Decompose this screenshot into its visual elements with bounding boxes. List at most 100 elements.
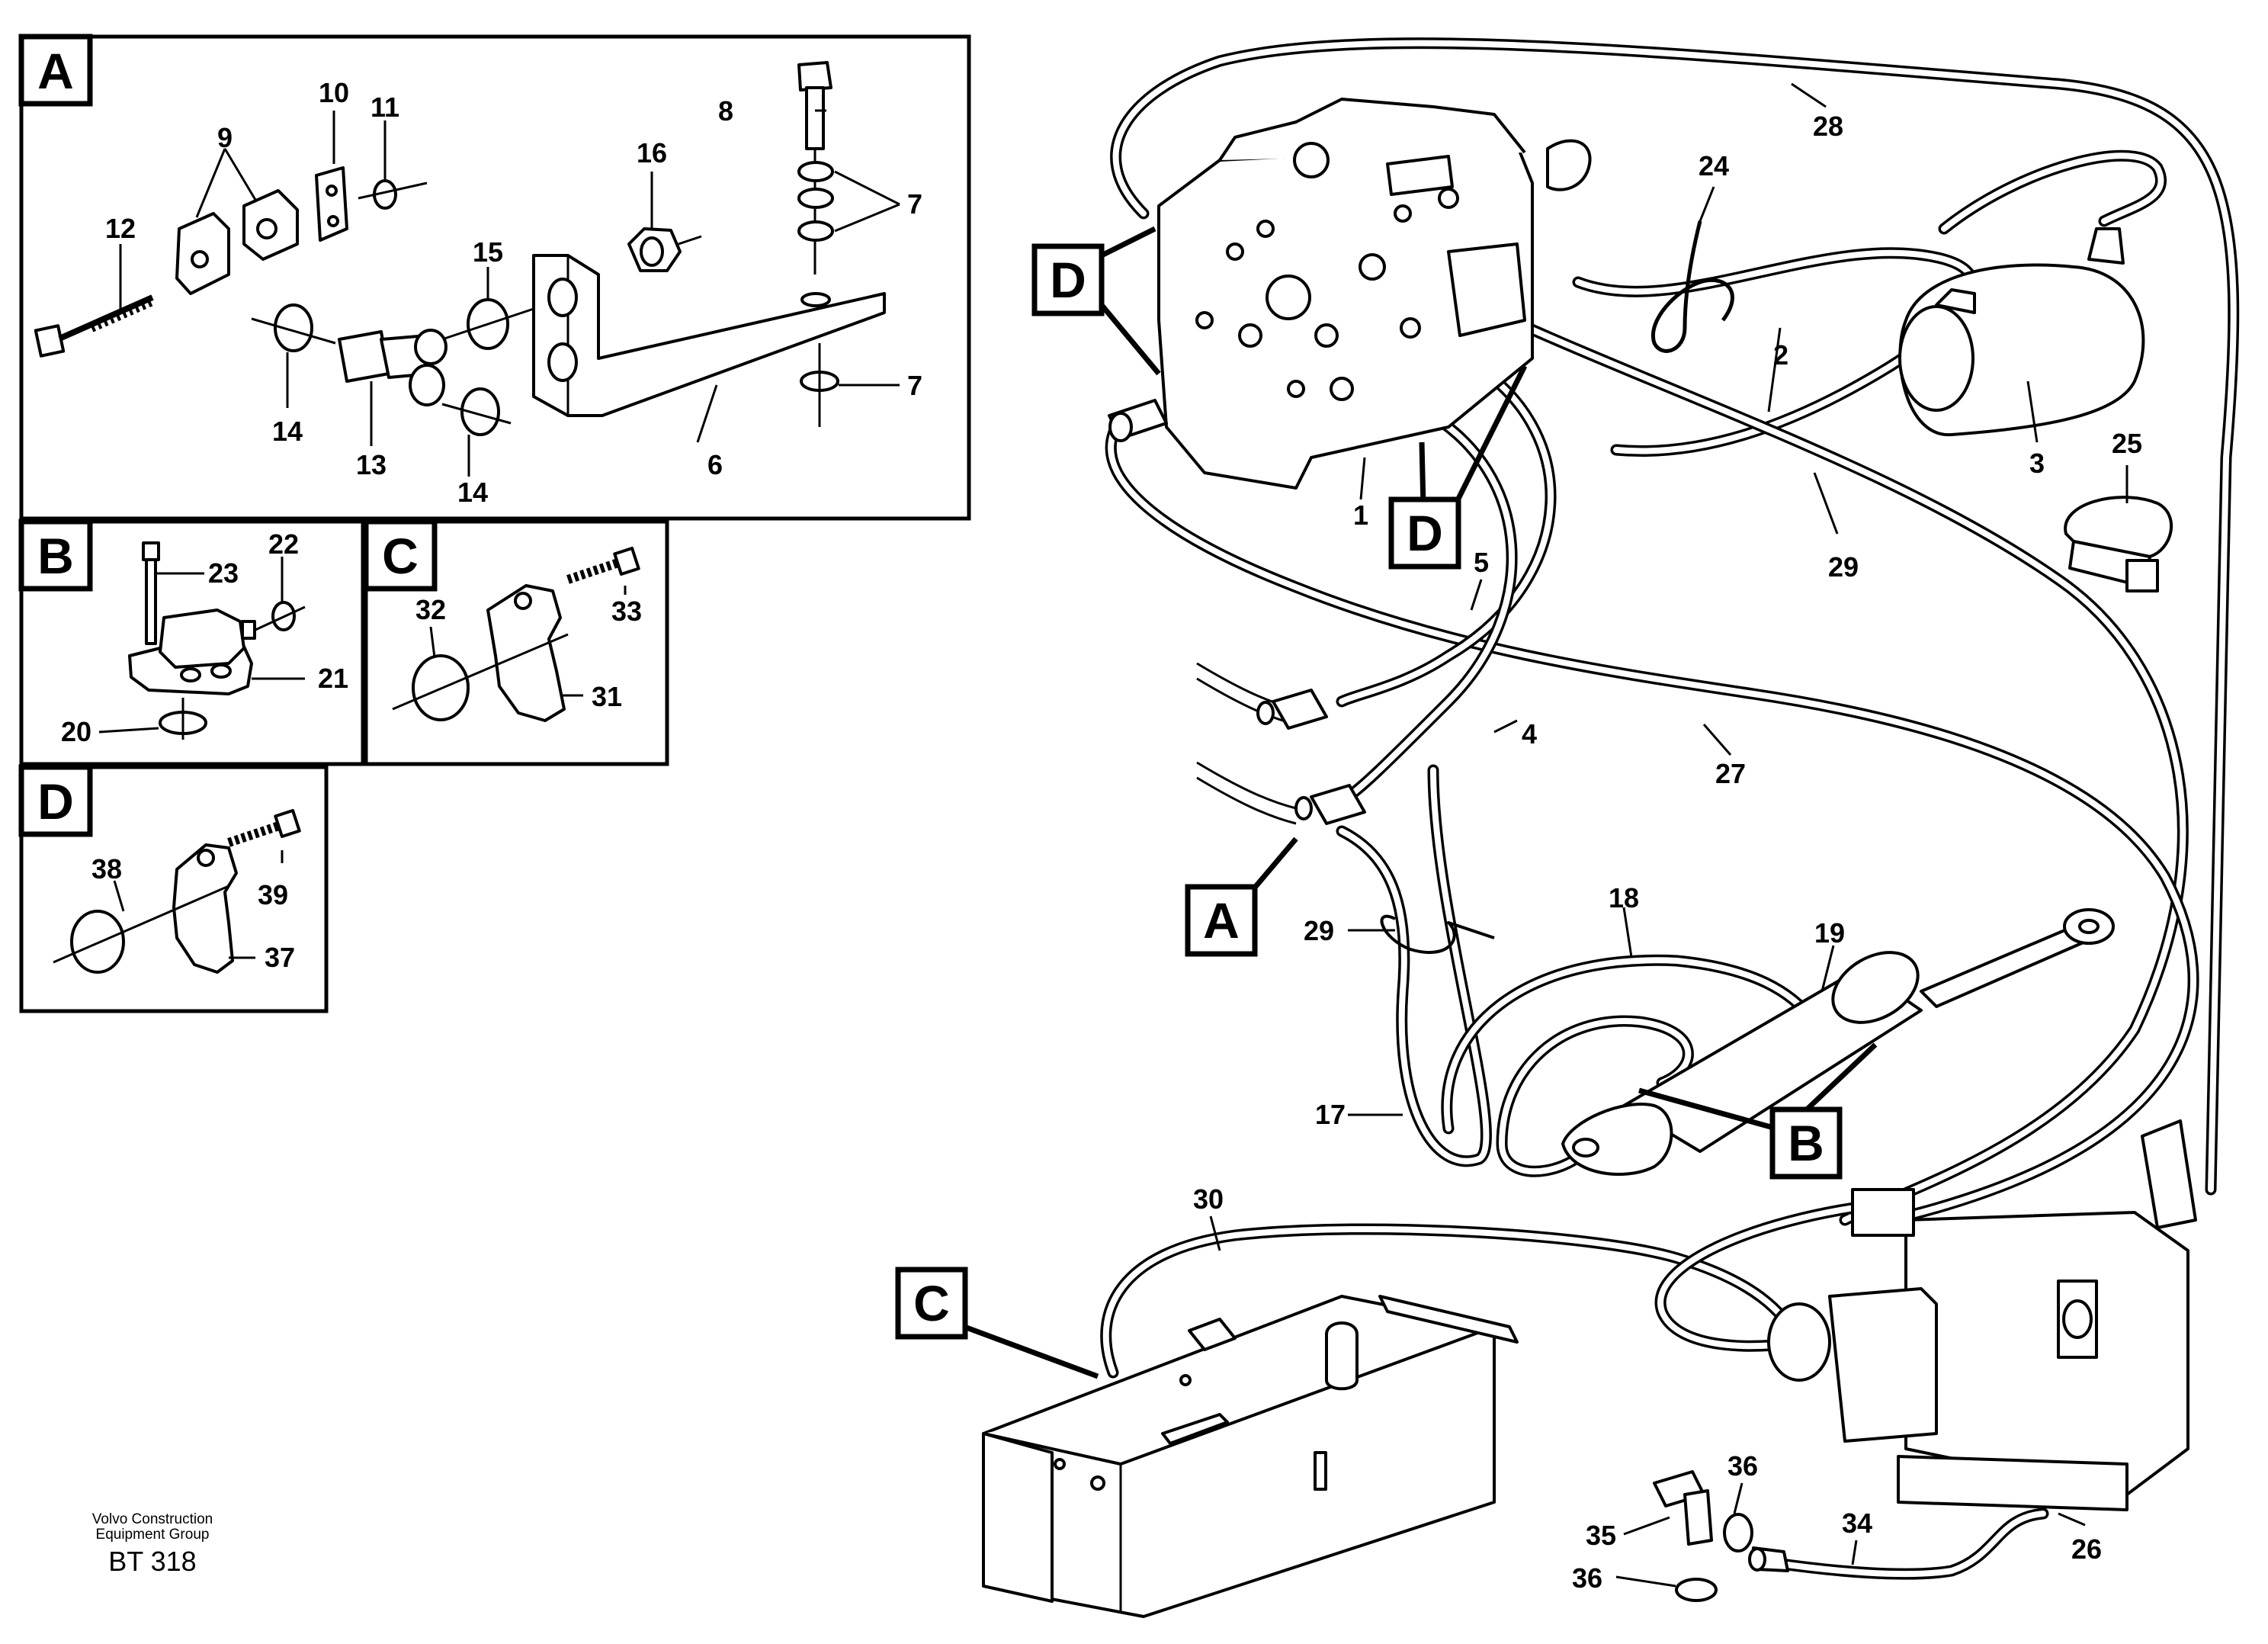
callout-13: 13: [356, 449, 387, 480]
svg-text:B: B: [1788, 1115, 1824, 1171]
callout-23: 23: [208, 557, 239, 589]
callout-15: 15: [473, 236, 503, 268]
callout-4: 4: [1522, 718, 1537, 750]
callout-18: 18: [1609, 882, 1639, 914]
callout-7-lower: 7: [907, 370, 922, 401]
callout-29-upper: 29: [1828, 551, 1859, 583]
port-fitting-left: [1108, 399, 1168, 442]
panel-c-letter: C: [382, 528, 419, 584]
detail-panel-c: C 32 33 31: [363, 519, 669, 766]
callout-12: 12: [105, 213, 136, 244]
control-valve-block-1: [1157, 98, 1592, 490]
callout-32: 32: [415, 594, 446, 625]
callout-10: 10: [319, 77, 349, 108]
clamp-halves-9: [175, 189, 299, 295]
tag-d-upper: D: [1031, 226, 1161, 376]
callout-26: 26: [2071, 1533, 2102, 1565]
washer-7-b: [797, 188, 834, 209]
callout-14-right: 14: [457, 477, 488, 508]
detail-panel-d: D 38 39 37: [18, 764, 329, 1013]
hose-2-upper: [1938, 149, 2167, 235]
callout-22: 22: [268, 528, 299, 560]
brand-line-2: Equipment Group: [96, 1527, 210, 1543]
cable-tie-29-lower: [1380, 914, 1495, 955]
hose-pump-loop: [1654, 1199, 1881, 1352]
bolt-8: [797, 61, 832, 275]
tee-fittings-a: [1256, 689, 1366, 825]
callout-3: 3: [2029, 448, 2045, 479]
hydraulic-tank: [982, 1295, 1519, 1618]
callout-7-upper: 7: [907, 188, 922, 220]
panel-d-letter: D: [37, 773, 74, 830]
callout-16: 16: [637, 137, 667, 169]
callout-2: 2: [1773, 339, 1788, 371]
callout-34: 34: [1842, 1508, 1872, 1539]
svg-text:D: D: [1050, 252, 1086, 308]
panel-b-letter: B: [37, 528, 74, 584]
callout-33: 33: [611, 596, 642, 627]
inlet-lines: [1196, 662, 1297, 825]
callout-5: 5: [1474, 547, 1489, 578]
callout-17: 17: [1315, 1099, 1346, 1130]
hose-34: [1770, 1508, 2049, 1580]
detail-panel-a: A: [18, 34, 971, 521]
tag-a-main: A: [1185, 836, 1298, 957]
tee-35-and-o-rings-36: [1653, 1470, 1789, 1602]
pump-26: [1767, 1119, 2197, 1511]
callout-27: 27: [1715, 758, 1746, 789]
svg-text:C: C: [913, 1275, 950, 1331]
callout-9: 9: [217, 122, 233, 153]
tag-b-main: B: [1638, 1042, 1878, 1180]
footer-branding: Volvo Construction Equipment Group BT 31…: [92, 1511, 213, 1577]
bracket-6: [532, 254, 886, 417]
detail-panel-b: B 23 22 21 20: [18, 519, 365, 766]
washer-7-c: [797, 220, 834, 242]
main-assembly: 28 24 2 3 25 1 5 29 4 27 18 19 29 17 30 …: [895, 37, 2240, 1618]
callout-36-lower: 36: [1572, 1562, 1602, 1594]
callout-38: 38: [91, 853, 122, 885]
accumulator-3: [1898, 227, 2145, 437]
svg-text:D: D: [1407, 505, 1443, 561]
tag-d-lower: D: [1388, 364, 1528, 570]
callout-6: 6: [707, 449, 723, 480]
callout-8: 8: [718, 95, 733, 127]
tag-c-main: C: [895, 1267, 1099, 1379]
drawing-code: BT 318: [108, 1546, 196, 1577]
panel-a-letter: A: [37, 43, 74, 99]
o-ring-14-right: [460, 387, 500, 436]
callout-21: 21: [318, 663, 348, 694]
hose-17: [1336, 764, 1492, 1167]
tee-fitting-13: [338, 329, 448, 406]
callout-25: 25: [2112, 428, 2142, 459]
callout-19: 19: [1814, 917, 1845, 949]
brand-line-1: Volvo Construction: [92, 1511, 213, 1527]
hose-18: [1441, 954, 1820, 1177]
callout-11: 11: [371, 92, 399, 123]
hose-4: [1336, 406, 1518, 807]
callout-20: 20: [61, 716, 91, 747]
callout-14-left: 14: [272, 416, 303, 447]
callout-31: 31: [592, 681, 622, 712]
hose-30: [1100, 1223, 1805, 1379]
callout-36-upper: 36: [1727, 1450, 1758, 1482]
hose-29: [1488, 307, 2189, 1226]
callout-29-lower: 29: [1304, 915, 1334, 946]
callout-28: 28: [1813, 111, 1843, 142]
callout-30: 30: [1193, 1183, 1224, 1215]
callout-24: 24: [1699, 150, 1729, 181]
hose-clamp-25: [2064, 496, 2173, 592]
hose-27: [1105, 413, 2199, 1226]
o-ring-14-left: [274, 303, 313, 352]
callout-39: 39: [258, 879, 288, 910]
nut-16: [627, 227, 702, 272]
washer-7-a: [797, 161, 834, 182]
bolt-12: [34, 294, 155, 358]
hose-28: [1110, 37, 2240, 1196]
callout-1: 1: [1353, 499, 1368, 531]
plate-10: [315, 166, 348, 242]
callout-35: 35: [1586, 1520, 1616, 1551]
callout-37: 37: [265, 942, 295, 973]
cable-tie-24: [1650, 220, 1734, 353]
svg-text:A: A: [1203, 892, 1240, 949]
